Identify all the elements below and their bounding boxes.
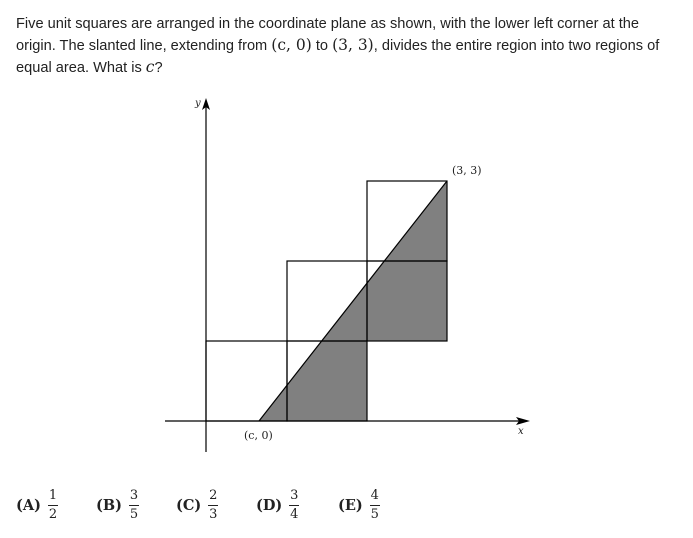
choice-c-numerator: 2 <box>209 487 218 503</box>
math-point-c0: (c, 0) <box>271 36 312 54</box>
fraction-bar <box>208 504 219 506</box>
choice-d-letter: (D) <box>256 496 283 514</box>
slanted-line <box>258 180 448 422</box>
choice-e-fraction: 4 5 <box>369 487 380 523</box>
choice-e-denominator: 5 <box>370 506 379 522</box>
choice-a-denominator: 2 <box>48 506 58 522</box>
choice-c-denominator: 3 <box>209 506 218 522</box>
choice-c-letter: (C) <box>176 496 202 514</box>
question-text-part-2: to <box>311 38 333 54</box>
fraction-bar <box>369 504 380 506</box>
question-text-part-4: ? <box>154 60 163 76</box>
fraction-bar <box>47 504 58 506</box>
choice-a-numerator: 1 <box>48 487 58 503</box>
choice-d-denominator: 4 <box>290 506 299 522</box>
fraction-bar <box>128 504 139 506</box>
choice-a-fraction: 1 2 <box>47 487 58 523</box>
question-text-part-3: , divides the entire region into two reg… <box>16 38 660 76</box>
choice-e-numerator: 4 <box>370 487 379 503</box>
choice-a-letter: (A) <box>16 496 41 514</box>
choice-b-numerator: 3 <box>129 487 139 503</box>
choice-b-letter: (B) <box>96 496 122 514</box>
answer-choices: (A) 1 2 (B) 3 5 (C) 2 3 (D) 3 4 (E) <box>16 480 396 530</box>
choice-b[interactable]: (B) 3 5 <box>96 480 139 530</box>
choice-d-numerator: 3 <box>290 487 299 503</box>
choice-b-fraction: 3 5 <box>128 487 139 523</box>
question-text-part-1: Five unit squares are arranged in the co… <box>16 16 640 54</box>
unit-squares <box>205 180 448 422</box>
choice-e[interactable]: (E) 4 5 <box>338 480 380 530</box>
choice-d[interactable]: (D) 3 4 <box>256 480 300 530</box>
point-label-top: (3, 3) <box>452 164 482 177</box>
choice-d-fraction: 3 4 <box>289 487 300 523</box>
choice-a[interactable]: (A) 1 2 <box>16 480 58 530</box>
choice-b-denominator: 5 <box>129 506 139 522</box>
square-top-right <box>366 180 448 262</box>
choice-c[interactable]: (C) 2 3 <box>176 480 219 530</box>
x-axis-arrow-icon <box>516 417 530 425</box>
y-axis-label: y <box>194 98 201 109</box>
math-variable-c: c <box>145 58 155 76</box>
math-point-33: (3, 3) <box>332 36 374 54</box>
point-label-bottom: (c, 0) <box>244 429 273 442</box>
choice-c-fraction: 2 3 <box>208 487 219 523</box>
figure-svg: y x (3, 3) (c, 0) <box>165 98 530 452</box>
fraction-bar <box>289 504 300 506</box>
x-axis-label: x <box>518 426 524 437</box>
coordinate-figure: y x (3, 3) (c, 0) <box>160 92 540 452</box>
choice-e-letter: (E) <box>338 496 363 514</box>
y-axis-arrow-icon <box>202 98 210 110</box>
question-text: Five unit squares are arranged in the co… <box>16 14 681 79</box>
